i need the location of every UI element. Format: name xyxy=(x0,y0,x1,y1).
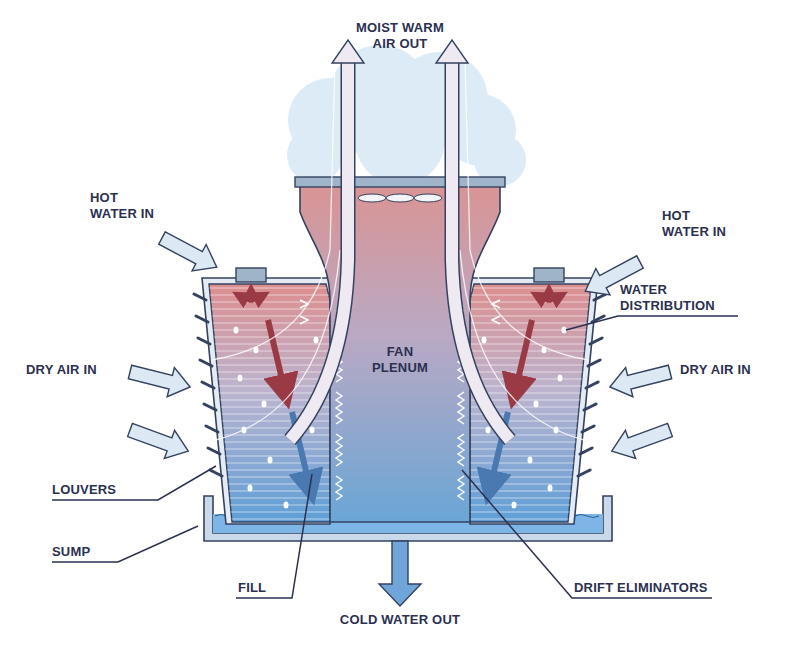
inlet-box-left xyxy=(236,268,266,282)
louvers xyxy=(194,294,606,476)
fan-deck xyxy=(295,177,505,187)
air-in-label: DRY AIR IN xyxy=(26,362,97,378)
air-out-arrows xyxy=(290,62,510,440)
steam-cloud xyxy=(287,45,526,186)
part-label: FAN PLENUM xyxy=(360,344,440,376)
inlet-box-right xyxy=(534,268,564,282)
cold-water-arrow xyxy=(379,541,421,606)
spray-arrows xyxy=(240,292,560,302)
air-out-label: MOIST WARM AIR OUT xyxy=(345,20,455,52)
air-in-label: DRY AIR IN xyxy=(680,362,751,378)
arrowhead xyxy=(332,40,364,63)
leader-lines xyxy=(52,316,738,598)
part-label: SUMP xyxy=(52,544,90,560)
part-label: DRIFT ELIMINATORS xyxy=(574,580,708,596)
drift-eliminators xyxy=(300,300,500,500)
part-label: LOUVERS xyxy=(52,482,116,498)
part-label: WATER DISTRIBUTION xyxy=(620,282,750,314)
arrowhead xyxy=(436,40,468,63)
air-flow-lines xyxy=(212,60,588,440)
inflow-arrows xyxy=(125,225,675,466)
fan-blades xyxy=(358,194,442,202)
inlet-label: HOT WATER IN xyxy=(90,190,162,222)
inlet-label: HOT WATER IN xyxy=(662,208,734,240)
part-label: FILL xyxy=(238,580,266,596)
water-droplets xyxy=(234,327,567,509)
outlet-label: COLD WATER OUT xyxy=(340,612,460,628)
